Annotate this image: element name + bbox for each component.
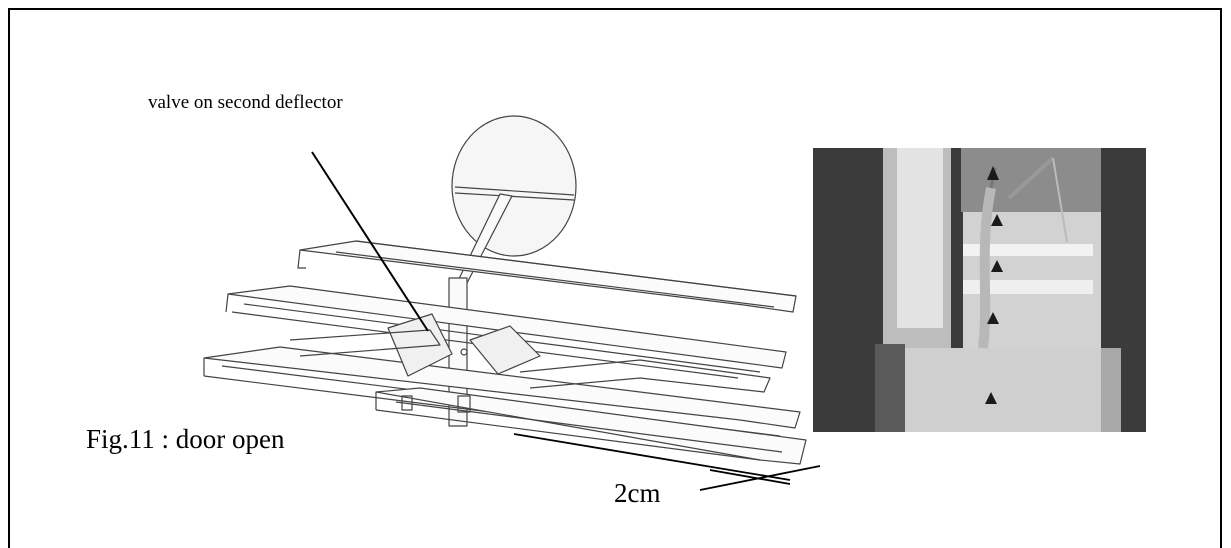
deflector-rail-3 (203, 346, 801, 429)
figure-caption: Fig.11 : door open (86, 424, 285, 454)
deflector-rail-4 (375, 387, 807, 465)
figure-frame (8, 8, 1222, 548)
dimension-marker (513, 433, 821, 491)
stove-cross-section-photo (813, 148, 1146, 432)
callout-pointer (311, 151, 429, 332)
valve-spindle (454, 186, 575, 196)
dimension-label: 2cm (614, 478, 661, 508)
deflector-assembly-drawing (203, 115, 821, 491)
valve-disc (451, 115, 577, 257)
valve-plate-right (469, 325, 541, 375)
valve-callout-label: valve on second deflector (148, 92, 343, 113)
valve-plate-left (387, 313, 453, 377)
